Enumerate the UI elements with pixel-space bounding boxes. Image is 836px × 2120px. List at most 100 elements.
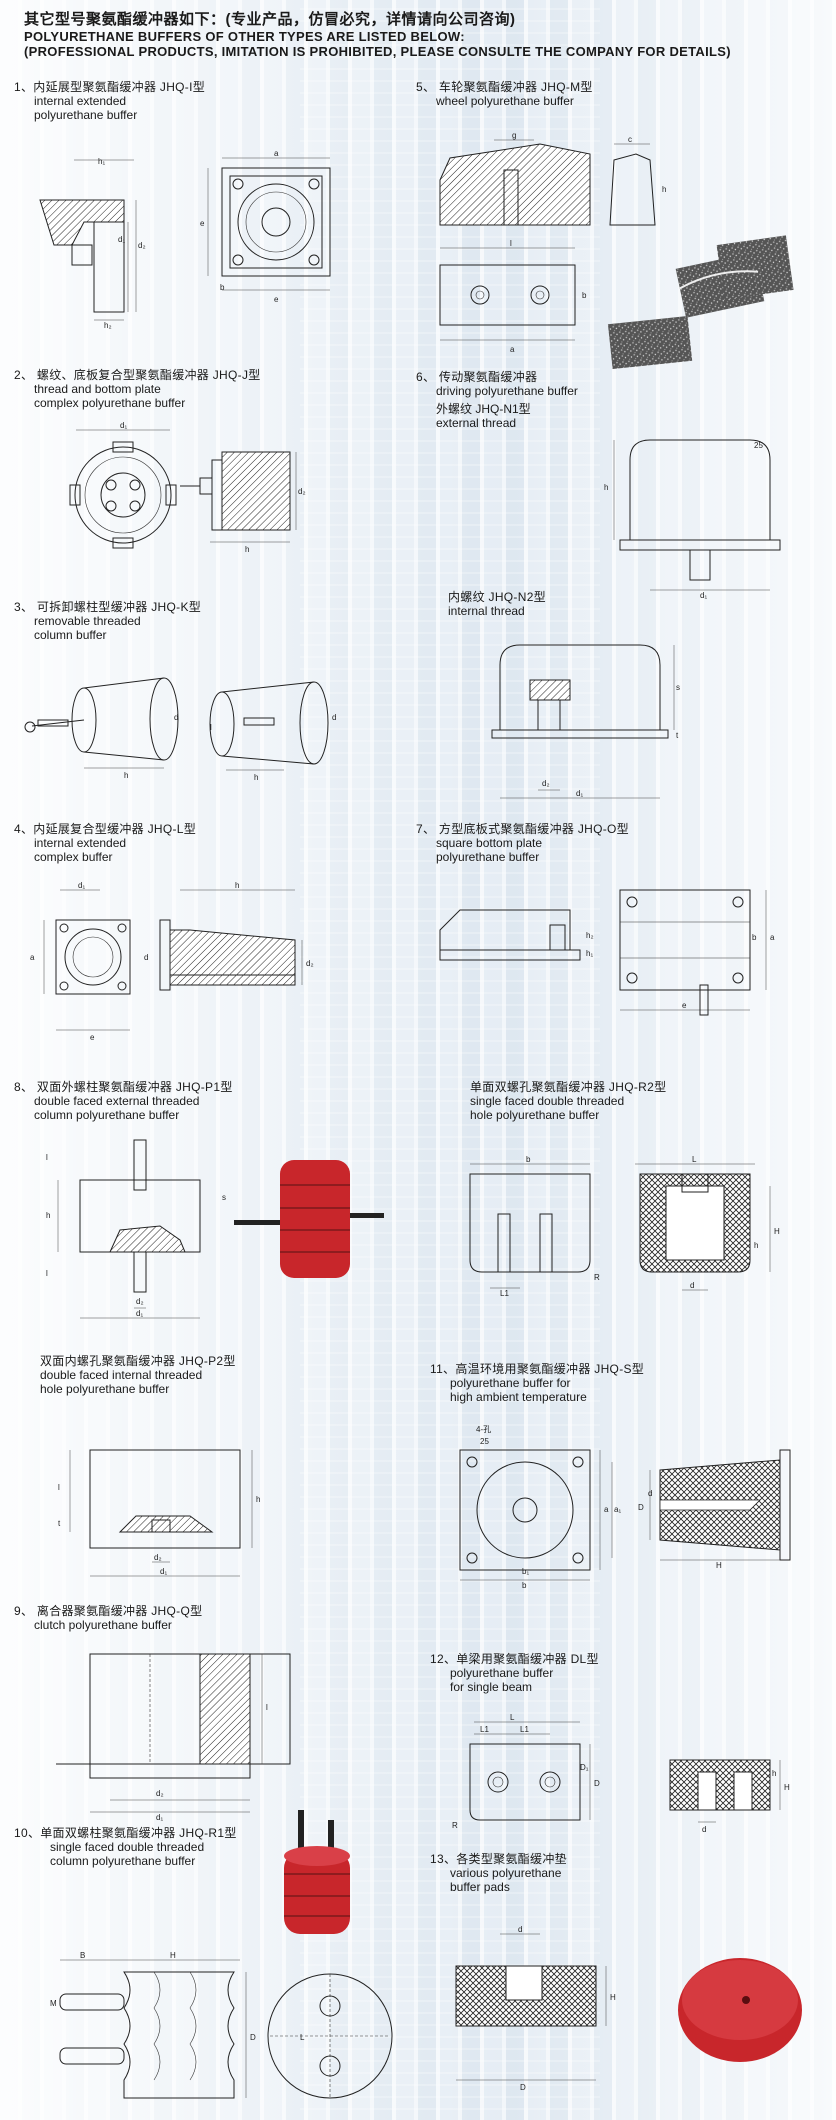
svg-text:R: R	[594, 1273, 600, 1282]
svg-text:H: H	[170, 1951, 176, 1960]
section-11-drawing: 4-孔 25 a a₁ b b₁ D d H	[459, 1425, 791, 1590]
svg-text:d₂: d₂	[298, 487, 306, 496]
svg-text:d: d	[648, 1489, 652, 1498]
page-header: 其它型号聚氨酯缓冲器如下：(专业产品，仿冒必究，详情请向公司咨询) POLYUR…	[24, 8, 824, 59]
svg-text:s: s	[222, 1193, 226, 1202]
svg-text:d₁: d₁	[136, 1309, 143, 1318]
svg-text:l: l	[46, 1153, 48, 1162]
svg-text:L: L	[510, 1713, 515, 1722]
section-2-label: 2、 螺纹、底板复合型聚氨酯缓冲器 JHQ-J型 thread and bott…	[14, 368, 261, 410]
svg-text:h: h	[256, 1495, 260, 1504]
svg-text:l: l	[266, 1703, 268, 1712]
svg-text:4-孔: 4-孔	[476, 1425, 491, 1434]
svg-text:d₁: d₁	[700, 591, 707, 600]
section-7-label: 7、 方型底板式聚氨酯缓冲器 JHQ-O型 square bottom plat…	[416, 822, 629, 864]
svg-text:e: e	[90, 1033, 95, 1042]
svg-text:a: a	[274, 149, 279, 158]
section-7-drawing: h₂ h₁ e a b	[439, 889, 775, 1016]
svg-text:D₁: D₁	[580, 1763, 589, 1772]
svg-text:h₁: h₁	[98, 157, 105, 166]
svg-text:H: H	[716, 1561, 722, 1570]
svg-text:h: h	[245, 545, 249, 554]
svg-text:B: B	[80, 1951, 85, 1960]
svg-text:H: H	[610, 1993, 616, 2002]
svg-text:L1: L1	[520, 1725, 529, 1734]
svg-text:h₂: h₂	[104, 321, 112, 330]
svg-text:b: b	[522, 1581, 527, 1590]
svg-text:t: t	[58, 1519, 61, 1528]
svg-text:h: h	[254, 773, 258, 782]
section-8-label: 8、 双面外螺柱聚氨酯缓冲器 JHQ-P1型 double faced exte…	[14, 1080, 233, 1122]
svg-text:D: D	[250, 2033, 256, 2042]
section-11-label: 11、高温环境用聚氨酯缓冲器 JHQ-S型 polyurethane buffe…	[430, 1362, 645, 1404]
section-3-drawing: h d h d l	[24, 677, 336, 782]
section-10-product-photo	[284, 1810, 350, 1934]
header-title-cn: 其它型号聚氨酯缓冲器如下：(专业产品，仿冒必究，详情请向公司咨询)	[24, 11, 516, 28]
svg-text:a₁: a₁	[614, 1505, 621, 1514]
section-6-n1-drawing: h d₁ 25	[604, 439, 781, 600]
section-5-label: 5、 车轮聚氨酯缓冲器 JHQ-M型 wheel polyurethane bu…	[416, 80, 593, 108]
section-8-p2-drawing: l t h d₂ d₁	[58, 1449, 260, 1577]
svg-text:g: g	[512, 131, 516, 140]
svg-text:d₁: d₁	[118, 235, 125, 244]
svg-text:b: b	[526, 1155, 531, 1164]
svg-text:R: R	[452, 1821, 458, 1830]
svg-text:25: 25	[754, 441, 763, 450]
section-8c-label: 双面内螺孔聚氨酯缓冲器 JHQ-P2型 double faced interna…	[40, 1354, 236, 1396]
section-5-drawing: g c h l a b	[439, 131, 794, 370]
svg-text:e: e	[682, 1001, 687, 1010]
section-8-r2-drawing: b L1 R L H h d	[469, 1155, 780, 1298]
svg-text:h₁: h₁	[586, 949, 593, 958]
section-6-label: 6、 传动聚氨酯缓冲器 driving polyurethane buffer …	[416, 370, 578, 430]
svg-text:h: h	[772, 1769, 776, 1778]
svg-text:h: h	[124, 771, 128, 780]
svg-text:b: b	[220, 283, 225, 292]
svg-text:a: a	[604, 1505, 609, 1514]
section-10-label: 10、单面双螺柱聚氨酯缓冲器 JHQ-R1型 single faced doub…	[14, 1826, 237, 1868]
svg-text:d₂: d₂	[138, 241, 146, 250]
svg-text:b: b	[752, 933, 757, 942]
svg-text:d₁: d₁	[156, 1813, 163, 1822]
svg-text:h: h	[235, 881, 239, 890]
svg-text:l: l	[46, 1269, 48, 1278]
svg-text:d₂: d₂	[306, 959, 314, 968]
svg-text:L: L	[300, 2033, 305, 2042]
svg-text:e: e	[274, 295, 279, 304]
svg-text:e: e	[200, 219, 205, 228]
section-13-drawing: d H D	[455, 1925, 802, 2092]
svg-text:d₁: d₁	[160, 1567, 167, 1576]
svg-text:h: h	[604, 483, 608, 492]
svg-text:d₁: d₁	[576, 789, 583, 798]
building-overlay	[300, 0, 600, 2120]
svg-text:l: l	[510, 239, 512, 248]
svg-text:d: d	[518, 1925, 522, 1934]
svg-text:b: b	[582, 291, 587, 300]
section-1-drawing: h₁ d₁ d₂ h₂ a e e b	[39, 149, 331, 330]
section-6-n2-drawing: d₂ d₁ s t	[491, 644, 680, 799]
section-13-label: 13、各类型聚氨酯缓冲垫 various polyurethane buffer…	[430, 1852, 567, 1894]
section-2-drawing: d₁ d₂ h	[69, 421, 306, 554]
svg-text:d: d	[690, 1281, 694, 1290]
svg-text:c: c	[628, 135, 632, 144]
section-4-drawing: d₁ a e h d₂ d	[30, 881, 314, 1042]
section-9-drawing: l d₂ d₁	[56, 1653, 291, 1822]
section-4-label: 4、内延展复合型缓冲器 JHQ-L型 internal extended com…	[14, 822, 197, 864]
section-10-drawing: B H M D L	[50, 1951, 393, 2099]
section-8-p1-drawing: h l l d₂ d₁ s	[46, 1139, 384, 1319]
svg-text:D: D	[638, 1503, 644, 1512]
svg-text:h: h	[662, 185, 666, 194]
svg-text:a: a	[30, 953, 35, 962]
header-title-en-1: POLYURETHANE BUFFERS OF OTHER TYPES ARE …	[24, 29, 465, 44]
svg-text:d₁: d₁	[120, 421, 127, 430]
section-3-label: 3、 可拆卸螺柱型缓冲器 JHQ-K型 removable threaded c…	[14, 600, 202, 642]
svg-text:d₂: d₂	[156, 1789, 164, 1798]
svg-text:s: s	[676, 683, 680, 692]
svg-text:h: h	[46, 1211, 50, 1220]
svg-text:D: D	[520, 2083, 526, 2092]
svg-text:l: l	[58, 1483, 60, 1492]
section-6b-label: 内螺纹 JHQ-N2型 internal thread	[448, 590, 546, 618]
section-12-label: 12、单梁用聚氨酯缓冲器 DL型 polyurethane buffer for…	[430, 1652, 599, 1694]
svg-text:d: d	[702, 1825, 706, 1834]
svg-text:L1: L1	[500, 1289, 509, 1298]
svg-text:a: a	[770, 933, 775, 942]
